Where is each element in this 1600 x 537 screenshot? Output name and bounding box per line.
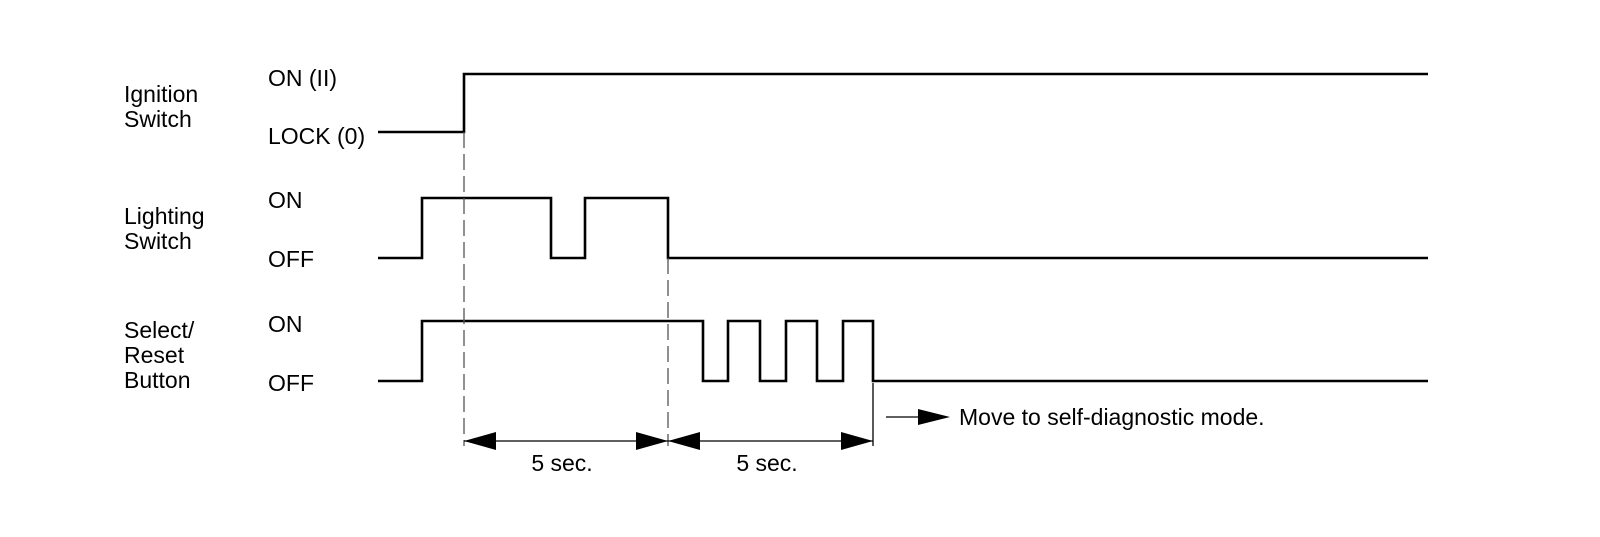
interval-2: 5 sec. [668,432,873,476]
ignition-lock-label: LOCK (0) [268,123,365,149]
interval-1-left-arrow [464,432,496,450]
interval-1: 5 sec. [464,432,668,476]
select-reset-button-row: Select/ Reset Button ON OFF [124,311,1428,396]
ignition-on-label: ON (II) [268,65,337,91]
lighting-on-label: ON [268,187,303,213]
interval-1-right-arrow [636,432,668,450]
select-reset-button-name: Select/ Reset Button [124,317,201,393]
lighting-switch-row: Lighting Switch ON OFF [124,187,1428,272]
lighting-switch-name: Lighting Switch [124,203,211,254]
interval-2-right-arrow [841,432,873,450]
select-reset-on-label: ON [268,311,303,337]
select-reset-off-label: OFF [268,370,314,396]
result-arrow-icon [918,409,950,425]
ignition-switch-row: Ignition Switch ON (II) LOCK (0) [124,65,1428,149]
ignition-switch-name: Ignition Switch [124,81,205,132]
ignition-waveform [378,72,1428,134]
result-text: Move to self-diagnostic mode. [959,404,1265,430]
self-diagnostic-note: Move to self-diagnostic mode. [886,404,1265,430]
interval-1-label: 5 sec. [531,450,592,476]
interval-2-label: 5 sec. [736,450,797,476]
lighting-waveform [378,196,1428,260]
interval-2-left-arrow [668,432,700,450]
lighting-off-label: OFF [268,246,314,272]
select-reset-waveform [378,319,1428,383]
timing-reference-lines [463,132,874,446]
